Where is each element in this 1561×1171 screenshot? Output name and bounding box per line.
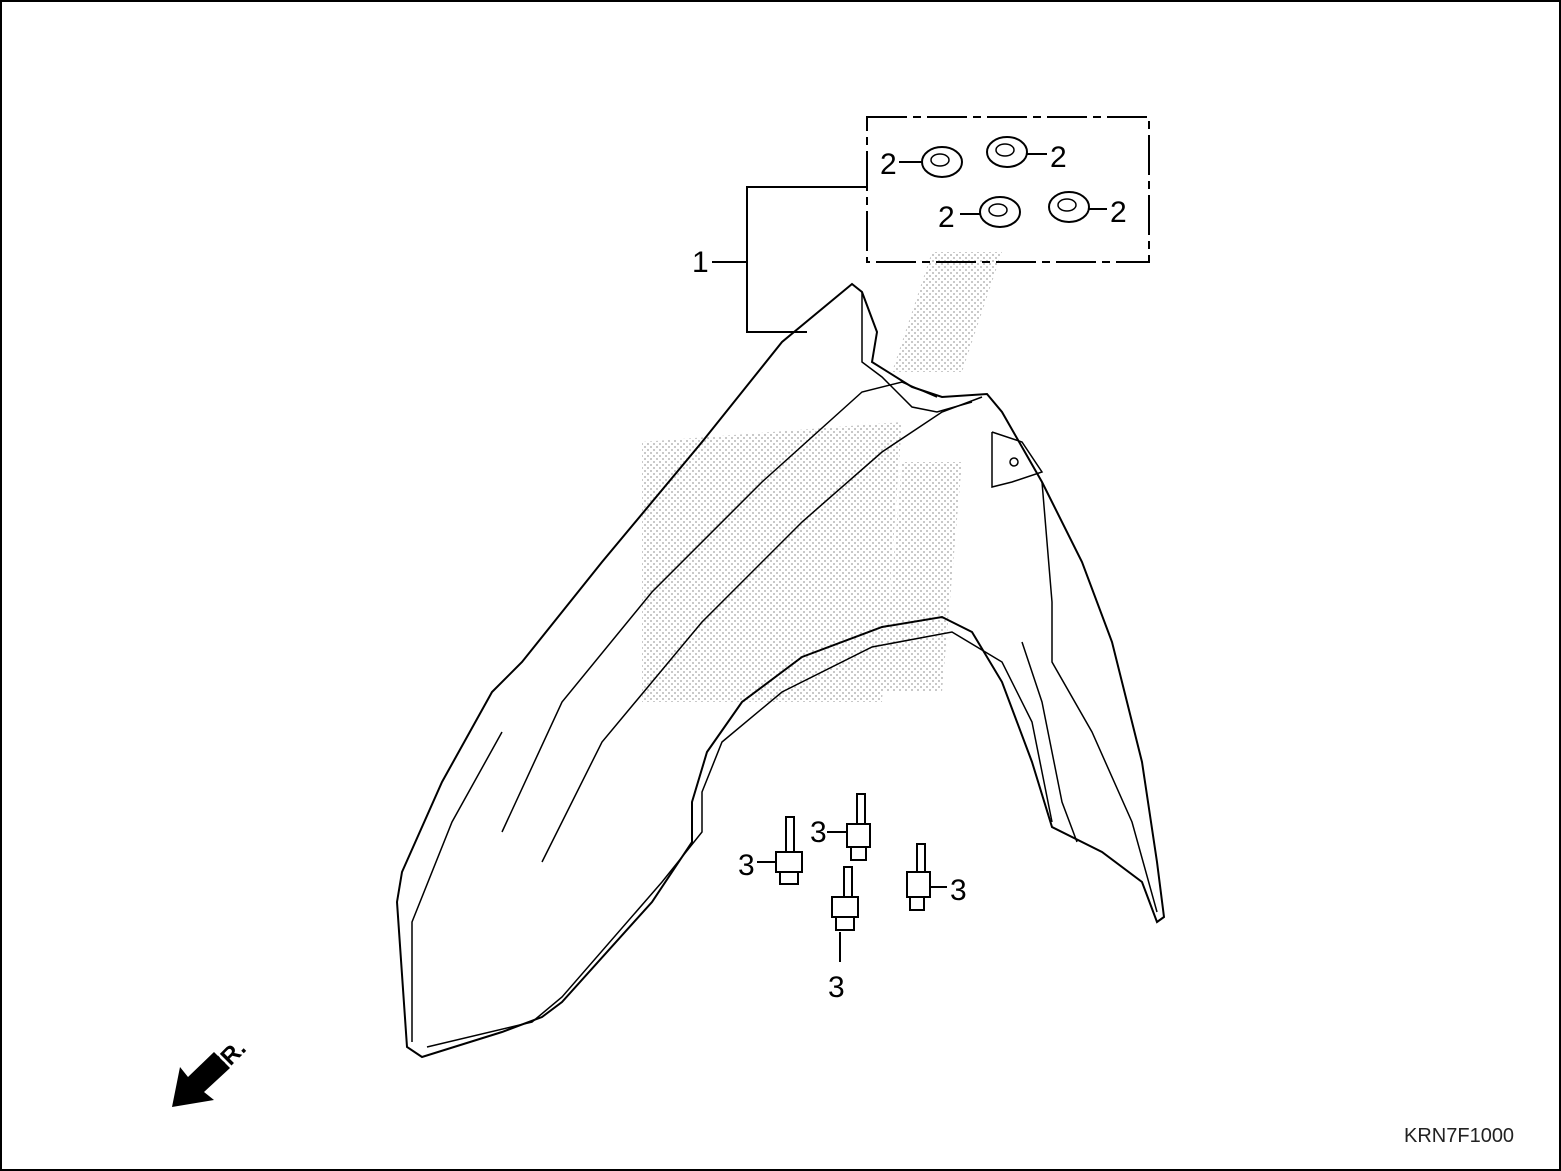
- part1-bracket: [712, 186, 867, 333]
- callout-part-2: 2: [880, 148, 897, 181]
- grommet-group-box: [866, 116, 1150, 263]
- diagram-code: KRN7F1000: [1404, 1125, 1514, 1147]
- front-direction-arrow-icon: [172, 1052, 230, 1107]
- callout-part-3: 3: [738, 849, 755, 882]
- watermark-logo: [642, 252, 1002, 702]
- grommet-icon: [899, 136, 1107, 228]
- bolt-icon: [757, 793, 947, 962]
- callout-part-2: 2: [938, 201, 955, 234]
- callout-part-2: 2: [1110, 196, 1127, 229]
- callout-part-1: 1: [692, 246, 709, 279]
- front-fender: [395, 282, 1166, 1059]
- callout-part-2: 2: [1050, 141, 1067, 174]
- callout-part-3: 3: [810, 816, 827, 849]
- callout-part-3: 3: [950, 874, 967, 907]
- callout-part-3: 3: [828, 971, 845, 1004]
